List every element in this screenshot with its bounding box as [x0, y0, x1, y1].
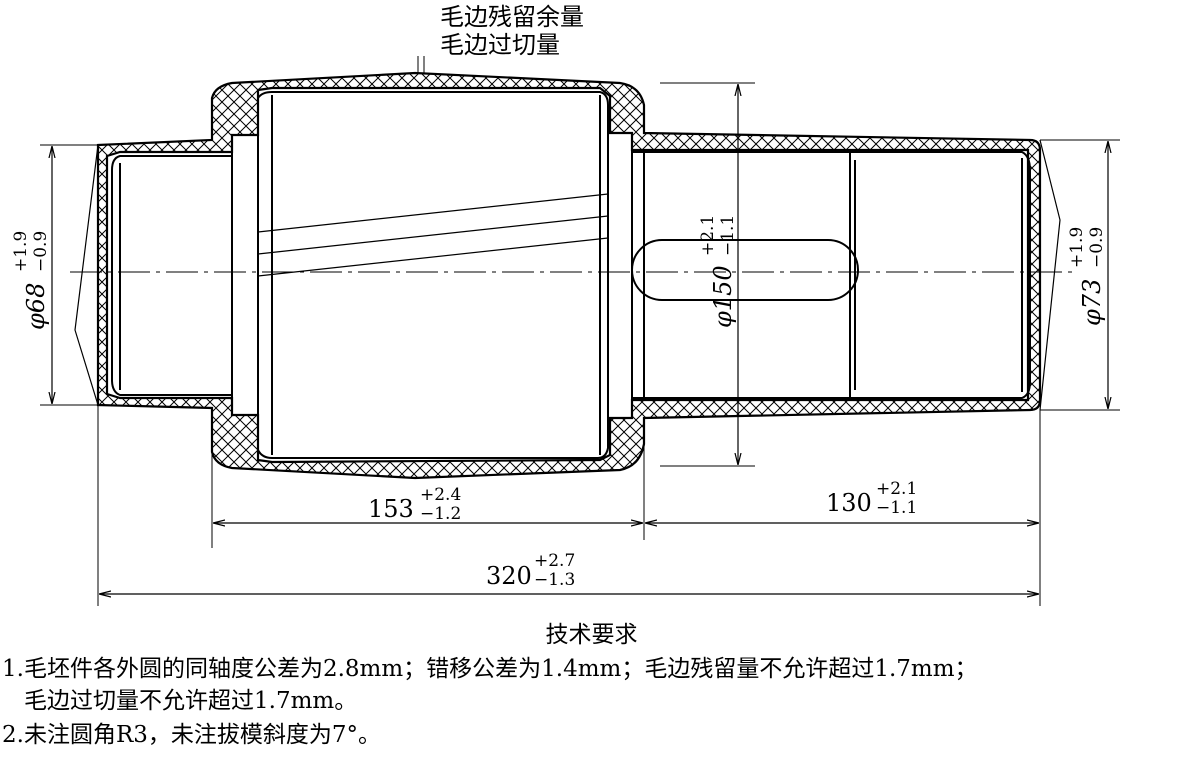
label-flash-residual: 毛边残留余量 [440, 3, 584, 31]
dim-153-upper: +2.4 [420, 485, 461, 505]
notes-line-2: 2.未注圆角R3，未注拔模斜度为7°。 [2, 722, 382, 748]
dim-left-dia-upper: +1.9 [11, 231, 31, 272]
dim-320-lower: −1.3 [534, 570, 575, 590]
dim-mid-dia-base: φ150 [709, 265, 737, 328]
dim-153-base: 153 [368, 495, 414, 523]
dim-320: 320 +2.7 −1.3 [486, 551, 575, 590]
gear-teeth-lines [257, 193, 609, 277]
draft-angle-lines [74, 139, 1061, 411]
dim-mid-dia-upper: +2.1 [698, 215, 718, 256]
notes-title: 技术要求 [545, 622, 638, 648]
dim-left-dia: φ68 +1.9 −0.9 [11, 231, 51, 330]
dim-right-dia-upper: +1.9 [1067, 227, 1087, 268]
keyway-slot [631, 239, 859, 301]
dim-130: 130 +2.1 −1.1 [826, 479, 917, 518]
label-flash-overcut: 毛边过切量 [440, 31, 560, 59]
forging-drawing: 毛边残留余量 毛边过切量 153 +2.4 −1.2 130 +2.1 −1.1… [11, 3, 1120, 606]
dimension-lines [52, 85, 1108, 594]
notes-line-1: 1.毛坯件各外圆的同轴度公差为2.8mm；错移公差为1.4mm；毛边残留量不允许… [2, 656, 978, 682]
extension-lines [40, 56, 1120, 606]
dim-right-dia: φ73 +1.9 −0.9 [1067, 227, 1107, 326]
dim-right-dia-lower: −0.9 [1087, 227, 1107, 268]
dim-mid-dia-lower: −1.1 [718, 215, 738, 256]
dim-320-upper: +2.7 [534, 551, 575, 571]
dim-left-dia-base: φ68 [22, 283, 50, 330]
dim-130-lower: −1.1 [876, 498, 917, 518]
dim-153-lower: −1.2 [420, 504, 461, 524]
notes-line-1b: 毛边过切量不允许超过1.7mm。 [24, 688, 358, 714]
dim-right-dia-base: φ73 [1078, 279, 1106, 326]
dim-left-dia-lower: −0.9 [31, 231, 51, 272]
dim-130-base: 130 [826, 489, 872, 517]
dim-320-base: 320 [486, 562, 532, 590]
dim-153: 153 +2.4 −1.2 [368, 485, 461, 524]
hatched-allowance [96, 71, 1042, 480]
dim-130-upper: +2.1 [876, 479, 917, 499]
dim-mid-dia: φ150 +2.1 −1.1 [698, 215, 738, 328]
